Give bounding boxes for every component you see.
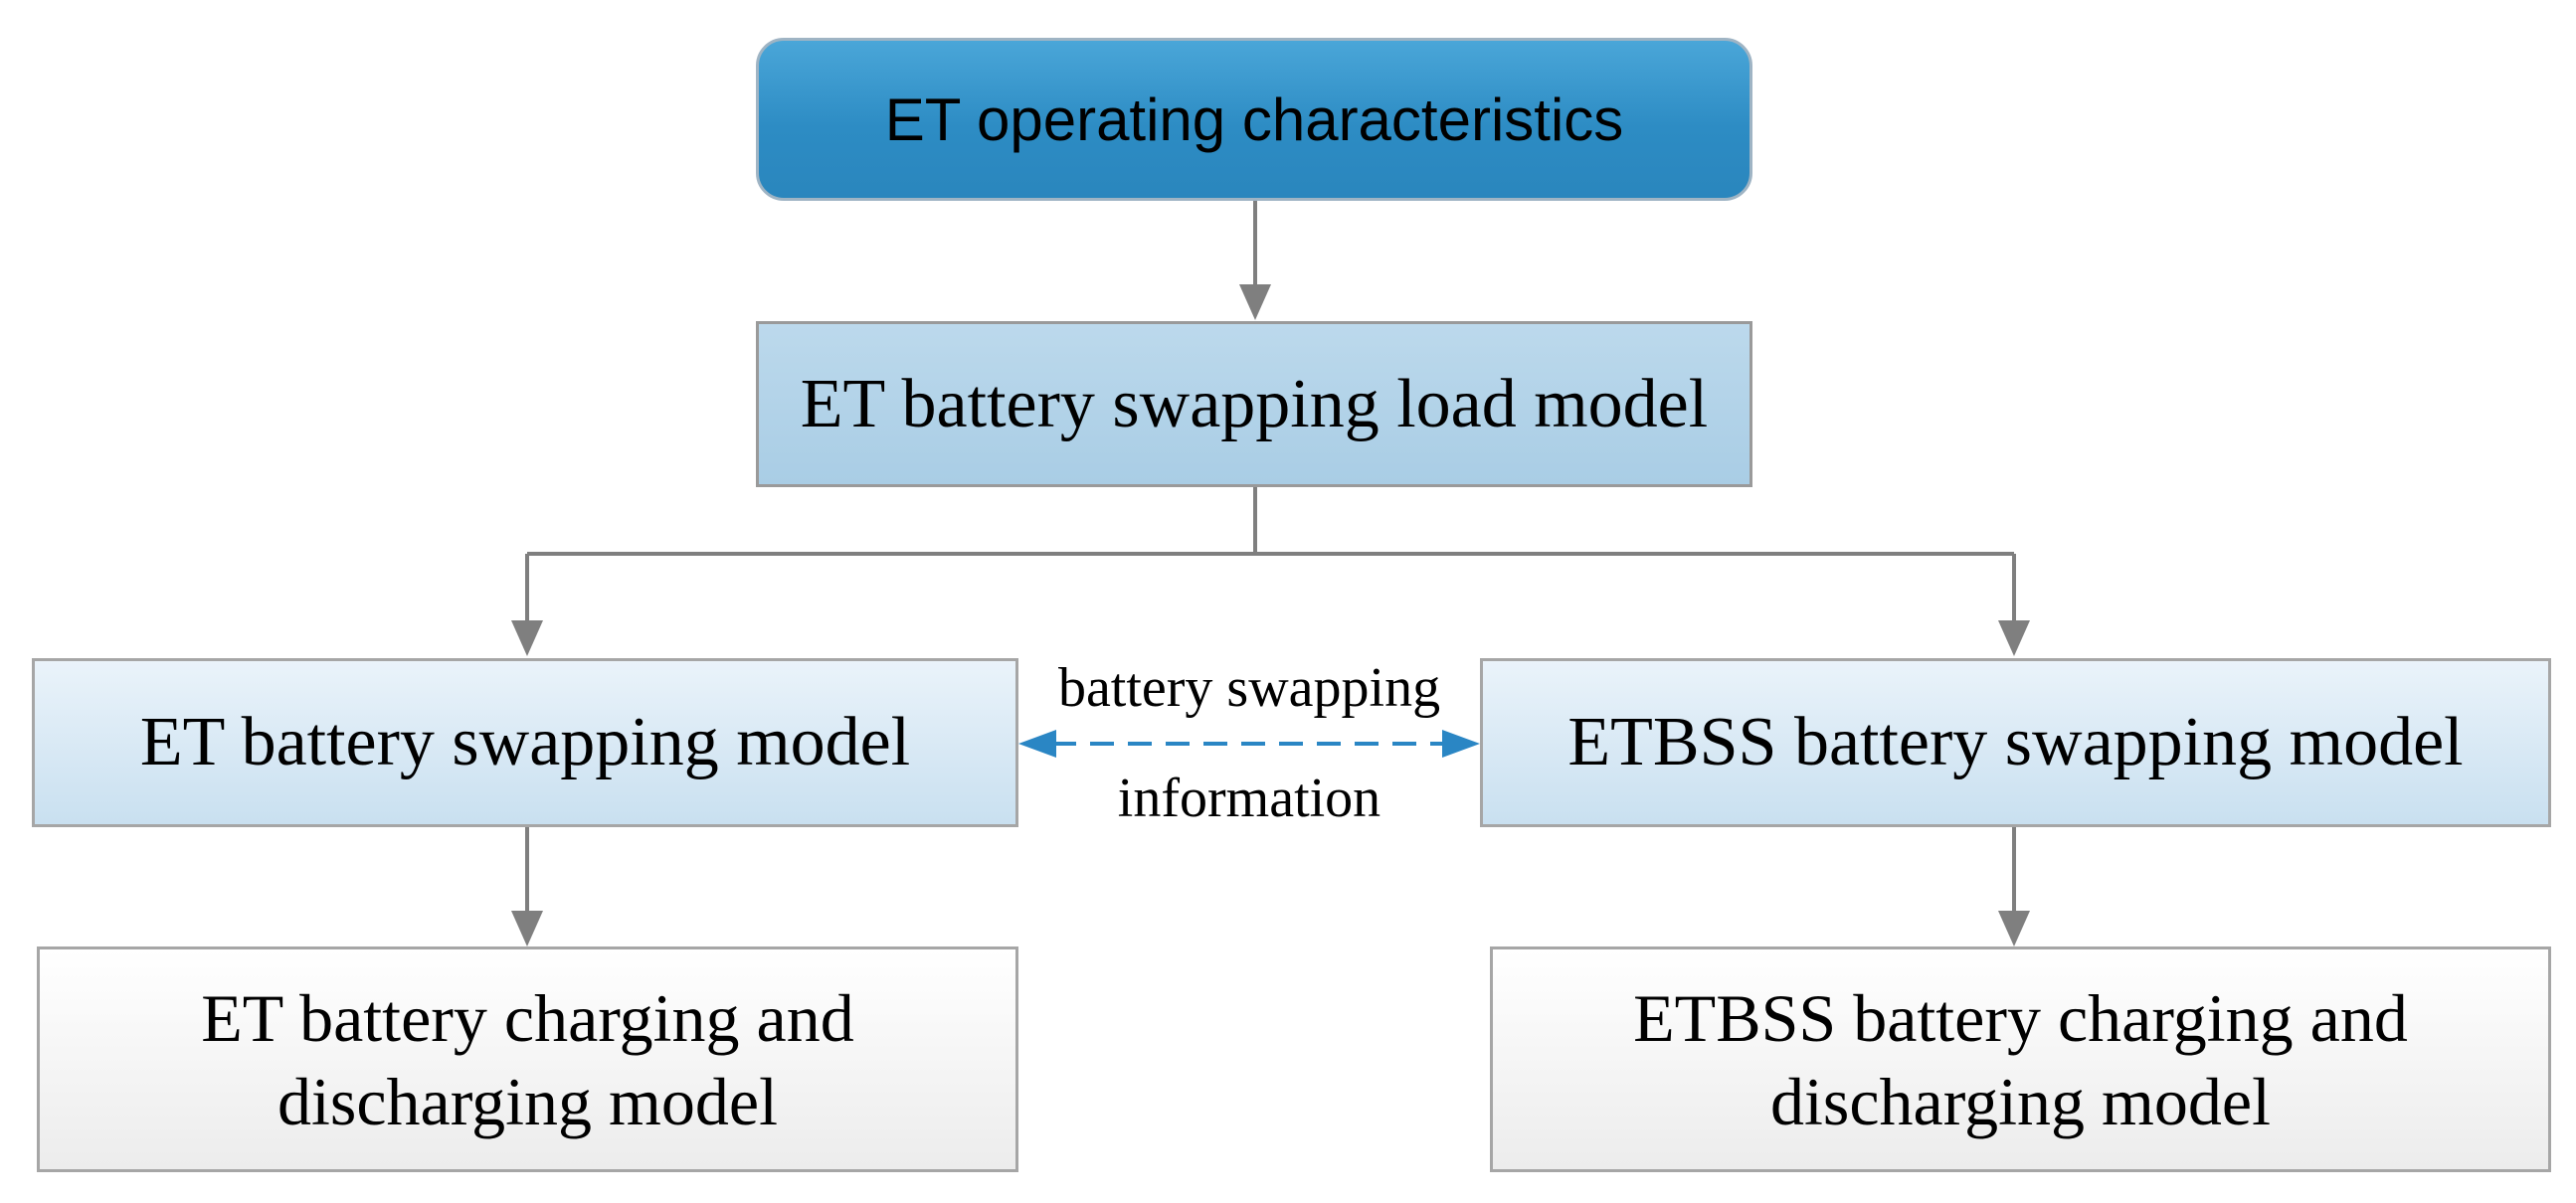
branch-connector — [511, 487, 2030, 656]
et-battery-swapping-model-label: ET battery swapping model — [139, 704, 911, 780]
arrow-etbss-swap-to-charge — [1998, 827, 2030, 946]
et-battery-charging-discharging-model-box: ET battery charging and discharging mode… — [37, 946, 1018, 1172]
et-battery-swapping-load-model-label: ET battery swapping load model — [800, 365, 1709, 442]
etbss-battery-charging-discharging-model-box: ETBSS battery charging and discharging m… — [1490, 946, 2551, 1172]
battery-swapping-information-line-2: information — [1117, 768, 1381, 829]
et-battery-charging-discharging-model-line-1: ET battery charging and — [201, 979, 854, 1056]
etbss-battery-charging-discharging-model-line-1: ETBSS battery charging and — [1633, 979, 2408, 1056]
et-battery-charging-discharging-model-line-2: discharging model — [277, 1063, 778, 1139]
et-battery-swapping-load-model-box: ET battery swapping load model — [756, 321, 1752, 487]
battery-swapping-information-line-1: battery swapping — [1057, 657, 1441, 719]
etbss-battery-charging-discharging-model-line-2: discharging model — [1770, 1063, 2271, 1139]
et-operating-characteristics-label: ET operating characteristics — [884, 86, 1624, 153]
et-battery-swapping-model-box: ET battery swapping model — [32, 658, 1018, 827]
et-operating-characteristics-box: ET operating characteristics — [756, 38, 1752, 201]
etbss-battery-swapping-model-box: ETBSS battery swapping model — [1480, 658, 2551, 827]
dashed-bidirectional-arrow — [1018, 730, 1480, 758]
arrow-top-to-load — [1239, 201, 1271, 320]
battery-swapping-information-label: battery swapping information — [1024, 656, 1474, 830]
etbss-battery-swapping-model-label: ETBSS battery swapping model — [1567, 704, 2464, 780]
arrow-et-swap-to-charge — [511, 827, 543, 946]
